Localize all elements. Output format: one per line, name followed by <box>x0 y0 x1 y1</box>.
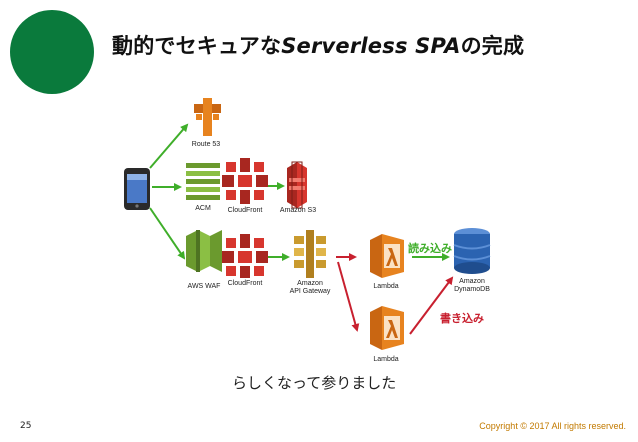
apigw-label: Amazon API Gateway <box>289 280 331 295</box>
api-gateway-icon <box>294 230 326 278</box>
page-number: 25 <box>20 421 32 431</box>
title-prefix: 動的でセキュアな <box>112 34 282 58</box>
title-suffix: の完成 <box>460 34 525 58</box>
smartphone-icon <box>124 168 150 210</box>
lambda-top-icon <box>370 234 404 278</box>
dynamodb-icon <box>453 228 491 274</box>
route53-icon <box>194 98 221 136</box>
cloudfront-bottom-icon <box>222 234 268 278</box>
waf-label: AWS WAF <box>187 283 221 290</box>
dynamodb-label: Amazon DynamoDB <box>454 278 490 293</box>
arrow-phone-to-waf <box>149 207 186 260</box>
caption: らしくなって参りました <box>232 374 397 392</box>
arrow-write <box>409 276 454 335</box>
lambda-bottom-icon <box>370 306 404 350</box>
route53-label: Route 53 <box>191 141 221 148</box>
lambda-bottom-label: Lambda <box>373 356 399 363</box>
cloudfront-top-icon <box>222 158 268 204</box>
copyright: Copyright © 2017 All rights reserved. <box>479 421 626 431</box>
lambda-top-label: Lambda <box>373 283 399 290</box>
title-highlight: Serverless SPA <box>281 34 461 58</box>
waf-icon <box>186 230 222 272</box>
read-label: 読み込み <box>408 242 452 255</box>
cloudfront-bottom-label: CloudFront <box>227 280 263 287</box>
write-label: 書き込み <box>440 312 484 325</box>
cloudfront-top-label: CloudFront <box>227 207 263 214</box>
slide-title: 動的でセキュアなServerless SPAの完成 <box>112 30 524 60</box>
brand-circle <box>10 10 94 94</box>
acm-icon <box>186 163 220 200</box>
s3-label: Amazon S3 <box>279 207 317 214</box>
arrow-phone-to-route53 <box>149 123 189 169</box>
arrow-apigw-to-lambda-bottom <box>337 261 360 332</box>
acm-label: ACM <box>195 205 211 212</box>
s3-icon <box>287 161 307 209</box>
